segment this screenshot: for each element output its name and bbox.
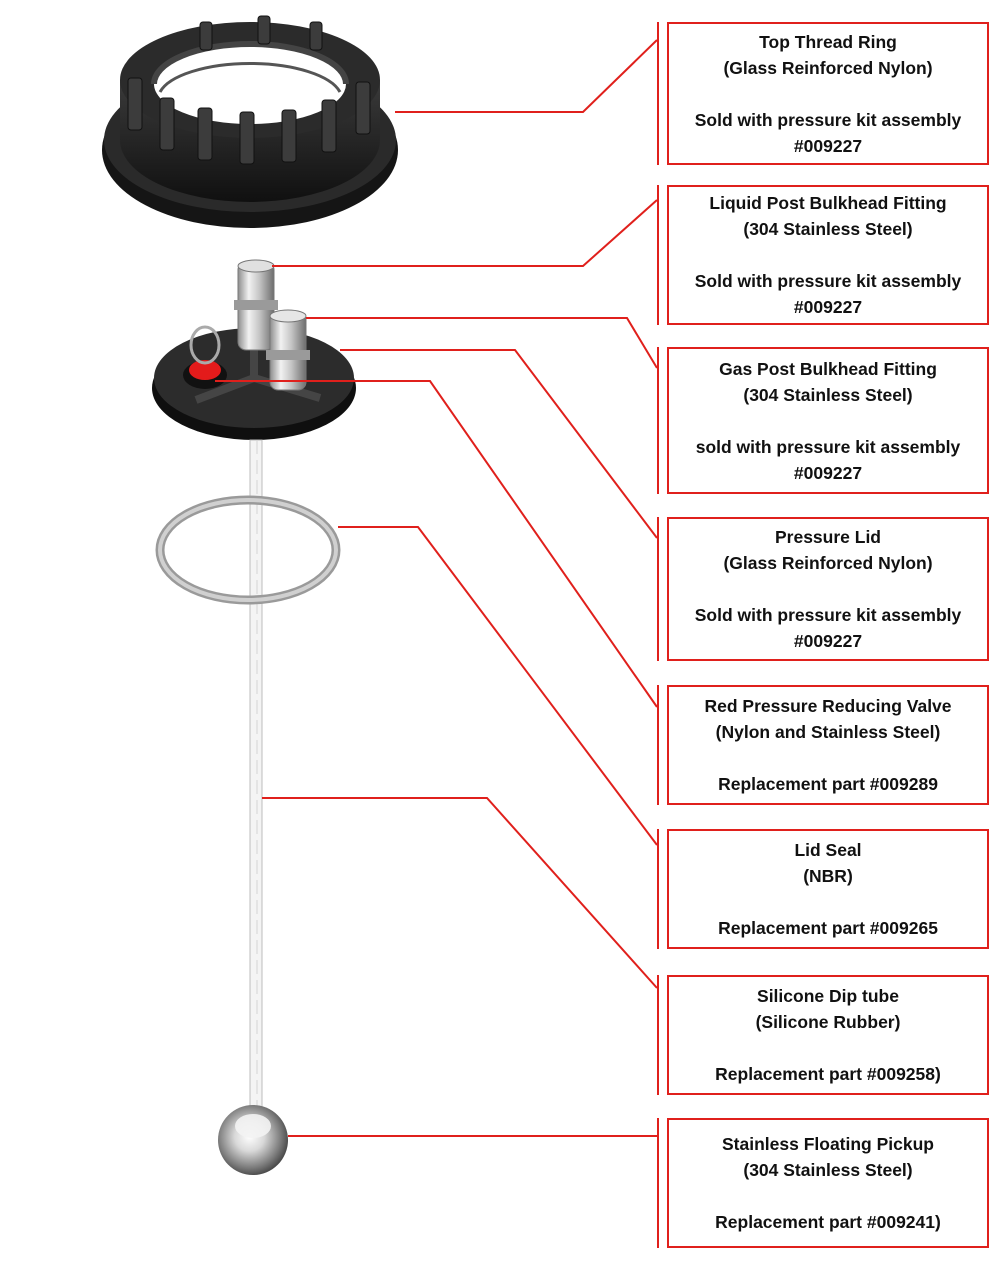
callout-note: sold with pressure kit assembly — [695, 436, 961, 457]
callout-liquid-post: Liquid Post Bulkhead Fitting (304 Stainl… — [667, 185, 989, 325]
dip-tube-part — [249, 439, 263, 1121]
gas-post-part — [266, 309, 310, 391]
callout-material: (304 Stainless Steel) — [743, 384, 913, 405]
callout-material: (304 Stainless Steel) — [743, 1160, 913, 1180]
callout-material: (NBR) — [803, 866, 853, 886]
leader-dip-tube — [262, 797, 658, 989]
callout-title: Top Thread Ring — [759, 31, 897, 52]
leader-lid-seal — [338, 526, 658, 846]
callout-material: (Nylon and Stainless Steel) — [715, 722, 941, 742]
callout-red-valve: Red Pressure Reducing Valve (Nylon and S… — [667, 685, 989, 805]
leader-gas-post — [306, 317, 658, 369]
top-thread-ring-part — [102, 15, 398, 228]
leader-lines — [215, 39, 658, 1137]
callout-note: Sold with pressure kit assembly — [694, 271, 962, 291]
leader-liquid-post — [272, 199, 658, 267]
callout-bar — [657, 975, 659, 1095]
callout-part-number: #009227 — [793, 297, 863, 317]
callout-bar — [657, 347, 659, 494]
callout-title: Pressure Lid — [774, 527, 882, 547]
callout-bar — [657, 185, 659, 325]
callout-title: Red Pressure Reducing Valve — [704, 696, 952, 716]
callout-part-number: #009227 — [793, 462, 863, 483]
callout-bar — [657, 685, 659, 805]
callout-pressure-lid: Pressure Lid (Glass Reinforced Nylon) So… — [667, 517, 989, 661]
callout-lid-seal: Lid Seal (NBR) Replacement part #009265 — [667, 829, 989, 949]
callout-note: Replacement part #009289 — [718, 774, 938, 794]
callout-dip-tube: Silicone Dip tube (Silicone Rubber) Repl… — [667, 975, 989, 1095]
callout-bar — [657, 22, 659, 165]
leader-red-valve — [215, 380, 658, 708]
callout-note: Sold with pressure kit assembly — [694, 109, 962, 130]
callout-note: Replacement part #009265 — [718, 918, 938, 938]
callout-title: Liquid Post Bulkhead Fitting — [709, 193, 947, 213]
callout-top-thread-ring: Top Thread Ring (Glass Reinforced Nylon)… — [667, 22, 989, 165]
leader-top-thread-ring — [395, 39, 658, 113]
liquid-post-part — [234, 259, 278, 351]
callout-material: (Glass Reinforced Nylon) — [723, 57, 933, 78]
callout-material: (Glass Reinforced Nylon) — [723, 553, 933, 573]
callout-title: Silicone Dip tube — [757, 986, 899, 1006]
callout-bar — [657, 517, 659, 661]
callout-part-number: #009227 — [793, 631, 863, 651]
leader-pressure-lid — [340, 349, 658, 539]
callout-gas-post: Gas Post Bulkhead Fitting (304 Stainless… — [667, 347, 989, 494]
callout-title: Gas Post Bulkhead Fitting — [719, 358, 937, 379]
callout-title: Lid Seal — [794, 840, 862, 860]
callout-material: (304 Stainless Steel) — [743, 219, 913, 239]
callout-note: Replacement part #009241) — [715, 1212, 941, 1232]
lid-seal-part — [155, 495, 341, 605]
callout-material: (Silicone Rubber) — [755, 1012, 901, 1032]
floating-pickup-part — [218, 1105, 288, 1175]
callout-bar — [657, 829, 659, 949]
callout-title: Stainless Floating Pickup — [722, 1134, 934, 1154]
callout-floating-pickup: Stainless Floating Pickup (304 Stainless… — [667, 1118, 989, 1248]
callout-note: Sold with pressure kit assembly — [694, 605, 962, 625]
callout-part-number: #009227 — [793, 135, 863, 156]
callout-bar — [657, 1118, 659, 1248]
callout-note: Replacement part #009258) — [715, 1064, 941, 1084]
